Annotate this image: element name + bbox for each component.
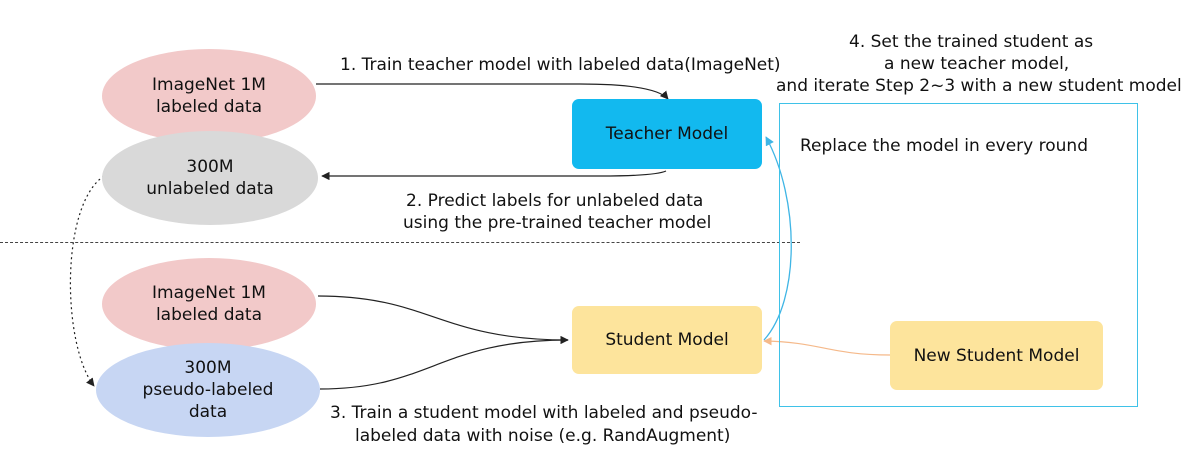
edge-unlabeled-to-pseudo (69, 175, 105, 387)
node-teacher-model: Teacher Model (572, 99, 762, 169)
separator-line (0, 242, 800, 243)
step-4-label-line-3: and iterate Step 2~3 with a new student … (776, 76, 1182, 96)
edge-pseudo-to-student (319, 339, 569, 390)
edge-teacher-to-unlabeled (321, 170, 667, 181)
step-3-label-line-1: 3. Train a student model with labeled an… (330, 403, 758, 423)
step-4-label-line-1: 4. Set the trained student as (849, 32, 1094, 52)
node-pseudo-labeled-data: 300M pseudo-labeled data (96, 343, 320, 437)
step-2-label-line-1: 2. Predict labels for unlabeled data (406, 191, 704, 211)
edge-student-to-teacher (763, 136, 792, 341)
node-imagenet-labeled-bottom: ImageNet 1M labeled data (102, 258, 316, 350)
edge-imagenet-to-teacher (316, 83, 669, 100)
replace-model-note: Replace the model in every round (800, 136, 1088, 156)
edge-new-student-to-student (763, 336, 891, 356)
step-2-label-line-2: using the pre-trained teacher model (403, 213, 712, 233)
step-3-label-line-2: labeled data with noise (e.g. RandAugmen… (355, 426, 731, 446)
edge-imagenet-to-student (317, 295, 569, 345)
step-4-label-line-2: a new teacher model, (884, 54, 1070, 74)
node-imagenet-labeled-top: ImageNet 1M labeled data (102, 49, 316, 143)
node-unlabeled-data: 300M unlabeled data (102, 131, 318, 225)
iteration-frame (779, 103, 1138, 407)
node-student-model: Student Model (572, 306, 762, 374)
node-new-student-model: New Student Model (890, 321, 1103, 390)
step-1-label: 1. Train teacher model with labeled data… (340, 55, 781, 75)
